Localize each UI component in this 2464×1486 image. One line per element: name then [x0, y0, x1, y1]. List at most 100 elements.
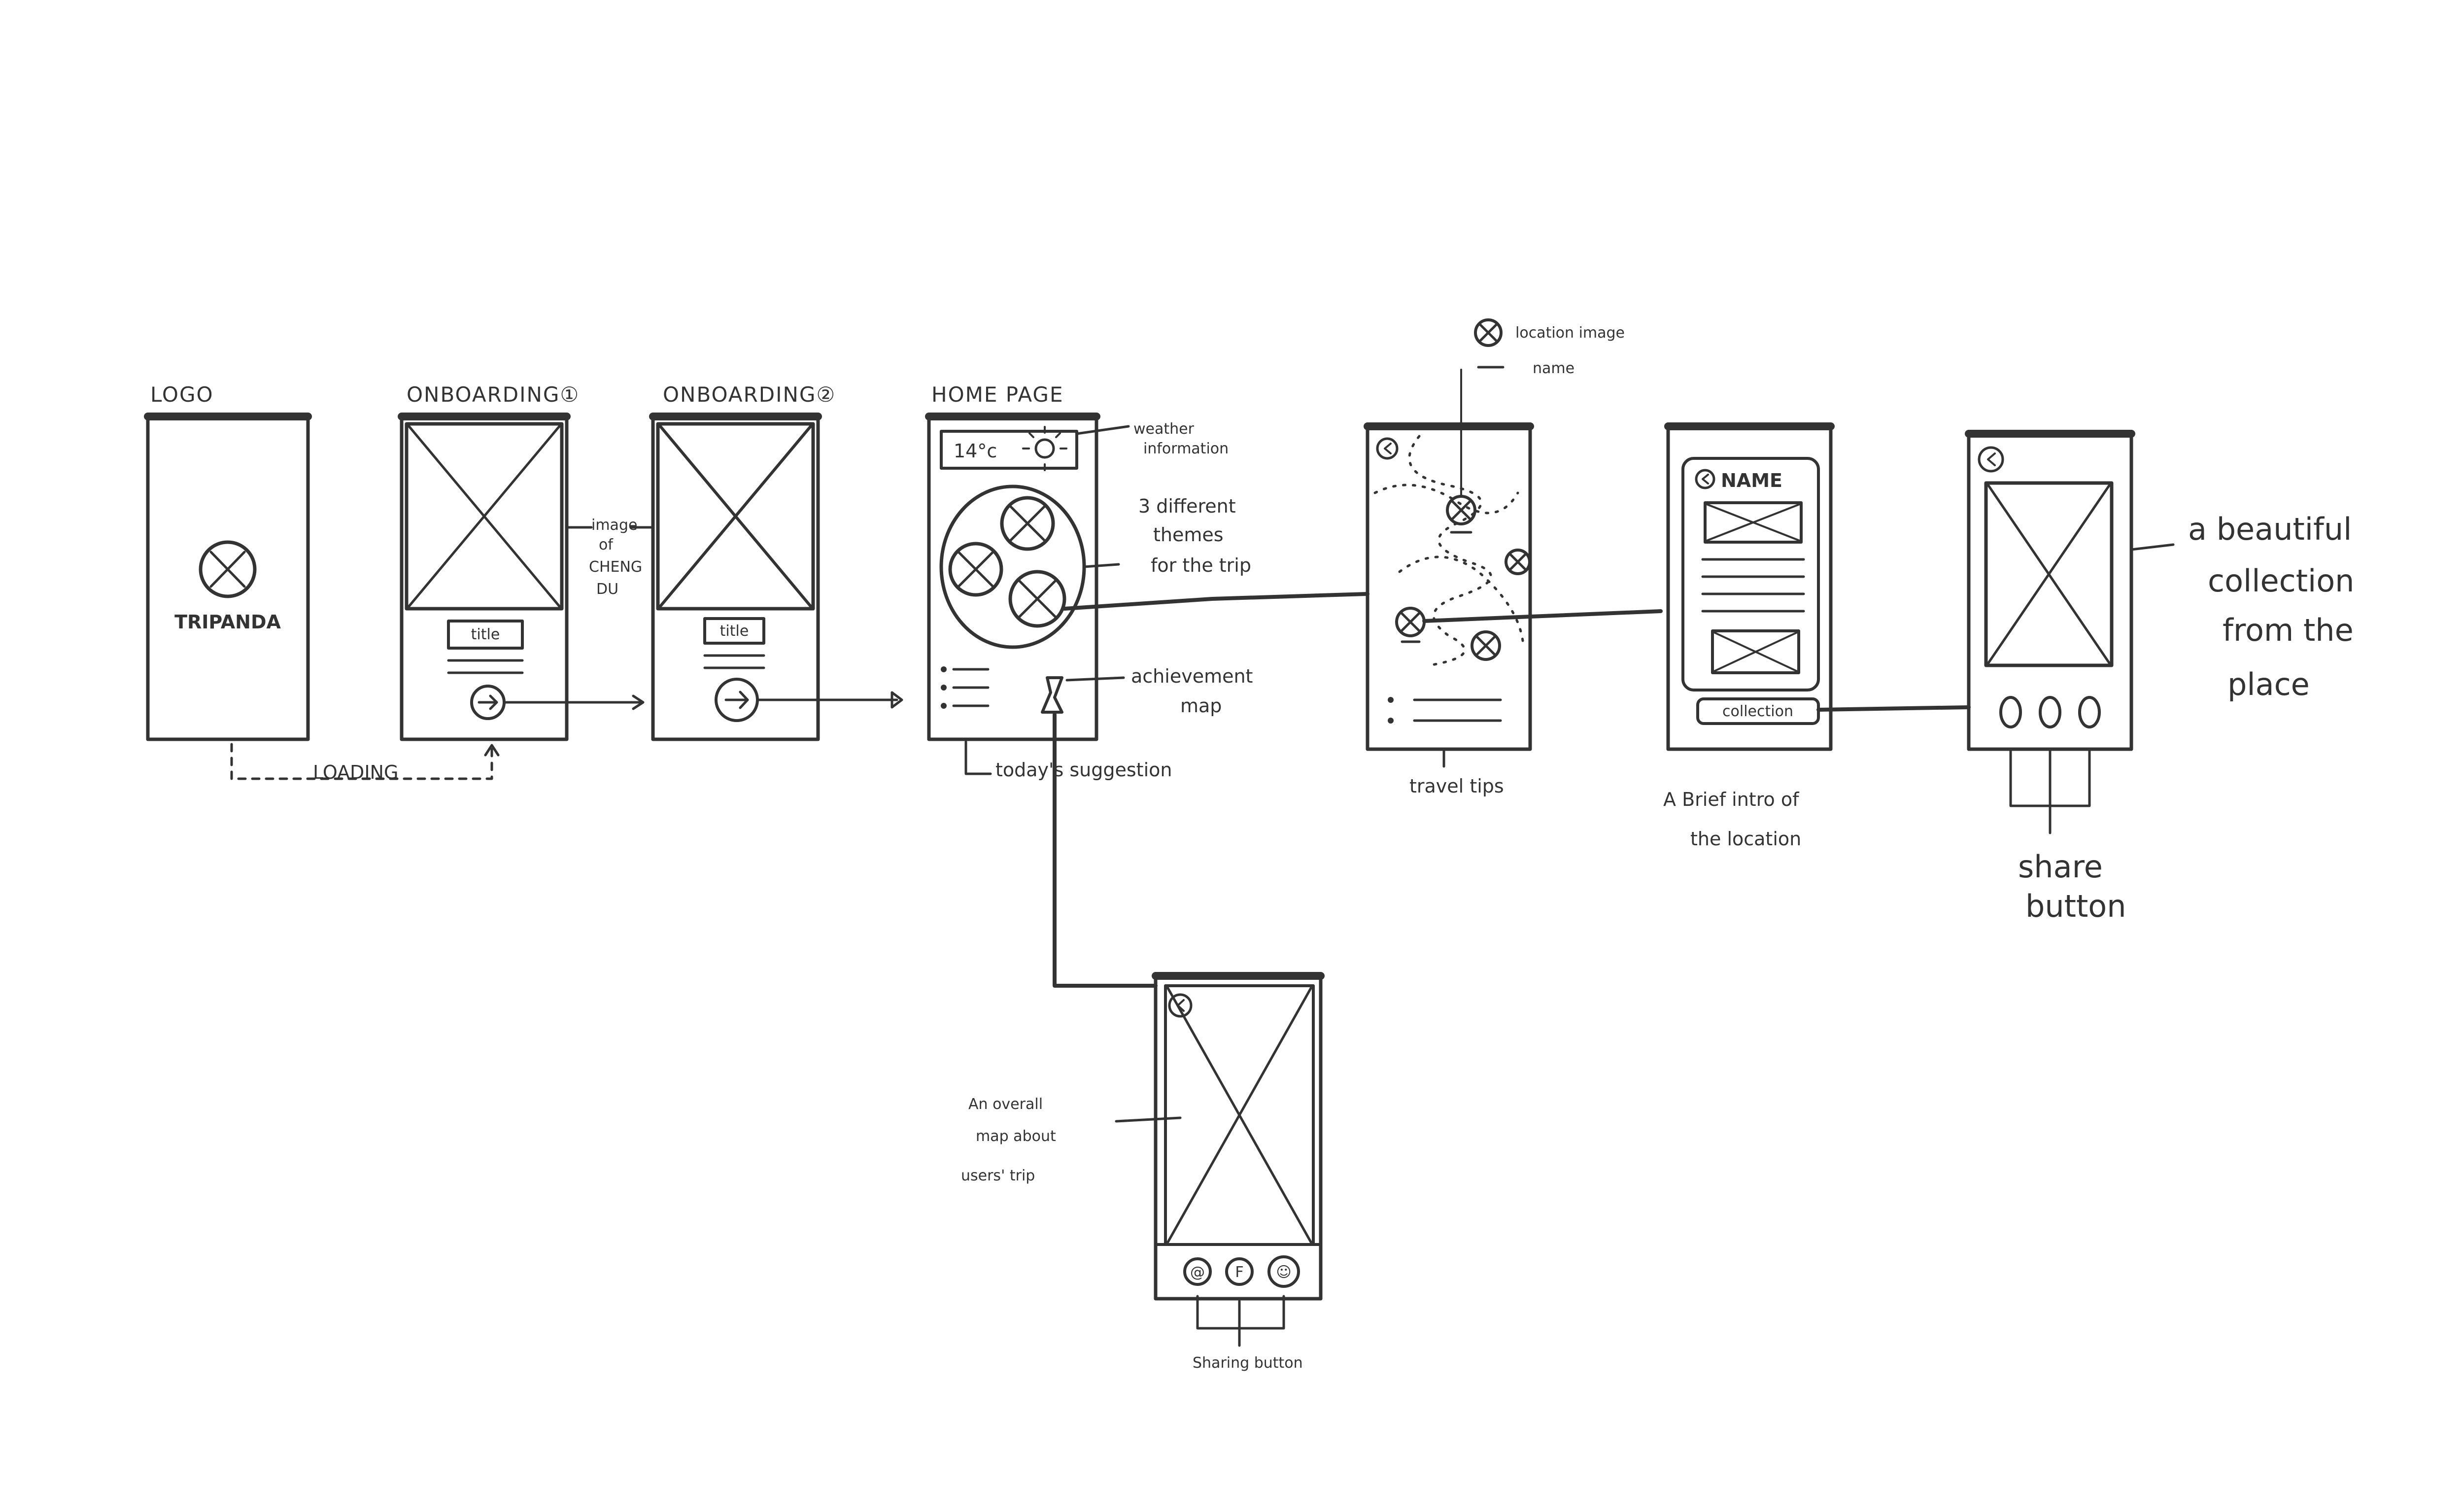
onboarding-1-title-label: title: [471, 626, 500, 643]
social-share-glyph: ☺: [1276, 1264, 1291, 1281]
collection-screen: [1965, 430, 2135, 751]
intro-text-lines: [1701, 558, 1805, 613]
home-page-screen: HOME PAGE 14°c: [925, 382, 1100, 741]
dotted-route: [1398, 555, 1524, 642]
theme-1-image-icon[interactable]: [1000, 496, 1055, 551]
location-pin-4-icon[interactable]: [1471, 630, 1501, 661]
onboarding-1-title-button[interactable]: [447, 620, 524, 650]
travel-tips-to-intro-connector: [1422, 609, 1663, 623]
next-arrow-icon[interactable]: [715, 678, 759, 722]
facebook-share-icon[interactable]: [1225, 1257, 1254, 1286]
collection-desc-label-4: place: [2227, 666, 2310, 702]
intro-card: [1681, 457, 1820, 691]
onboarding-2-title: ONBOARDING②: [663, 382, 836, 407]
location-image-label: location image: [1515, 324, 1625, 342]
overall-map-screen: @ F ☺: [1152, 972, 1325, 1301]
onboarding-1-screen: ONBOARDING① title: [398, 382, 580, 741]
theme-2-image-icon[interactable]: [948, 542, 1003, 597]
social-share-icon[interactable]: [1267, 1255, 1300, 1288]
temperature-value: 14°c: [954, 440, 997, 462]
location-intro-screen: NAME collection: [1664, 422, 1835, 751]
collection-desc-label-1: a beautiful: [2188, 511, 2352, 547]
logo-screen-title: LOGO: [150, 382, 214, 407]
location-name-label: name: [1533, 360, 1574, 377]
loading-connector: [230, 743, 493, 780]
achievement-label-2: map: [1180, 695, 1222, 717]
leader-line: [1075, 425, 1130, 435]
brand-name: TRIPANDA: [174, 611, 281, 633]
home-page-title: HOME PAGE: [931, 382, 1063, 407]
share-button-1-icon[interactable]: [1999, 696, 2022, 728]
back-arrow-icon[interactable]: [1695, 469, 1715, 489]
leader-line: [1083, 563, 1120, 568]
logo-placeholder-icon: [199, 540, 257, 598]
sun-icon: [1022, 426, 1067, 471]
weather-label-2: information: [1143, 440, 1229, 457]
travel-tips-list[interactable]: [1388, 697, 1502, 724]
sharing-label: Sharing button: [1193, 1354, 1303, 1372]
arrowhead: [890, 691, 903, 709]
location-pin-2-icon[interactable]: [1505, 549, 1531, 575]
onboarding-1-title: ONBOARDING①: [407, 382, 580, 407]
travel-tips-label: travel tips: [1409, 775, 1504, 797]
image-of-label-3: CHENG: [589, 558, 642, 576]
intro-to-collection-connector: [1816, 705, 1971, 712]
onboarding-2-title-button[interactable]: [703, 617, 765, 645]
dotted-route: [1373, 484, 1519, 515]
suggestion-label: today's suggestion: [995, 759, 1172, 781]
overall-map-label-1: An overall: [968, 1096, 1043, 1113]
share-button-2-icon[interactable]: [2039, 696, 2061, 728]
collection-image-placeholder: [1984, 481, 2114, 667]
leader-line: [2130, 543, 2175, 551]
achievement-label-1: achievement: [1131, 665, 1253, 687]
location-name: NAME: [1721, 470, 1782, 491]
achievement-to-overall-map-connector: [1053, 713, 1158, 988]
arrowhead: [632, 694, 645, 710]
leader-line: [964, 740, 992, 775]
image-of-label-2: of: [599, 536, 614, 553]
themes-label-3: for the trip: [1151, 554, 1251, 576]
leader-line: [1115, 1116, 1182, 1123]
themes-label-2: themes: [1153, 524, 1224, 546]
share-label-1: share: [2018, 849, 2103, 885]
location-image-legend-icon: [1474, 318, 1503, 347]
arrowhead: [484, 744, 500, 757]
onboarding-2-screen: ONBOARDING② title: [649, 382, 836, 741]
flow-connectors: [230, 592, 1971, 988]
weather-label-1: weather: [1133, 420, 1195, 438]
back-arrow-icon[interactable]: [1376, 437, 1399, 460]
share-button-3-icon[interactable]: [2078, 696, 2101, 728]
theme-3-image-icon[interactable]: [1008, 570, 1066, 628]
annotations: LOADING image of CHENG DU weather inform…: [313, 318, 2354, 1372]
at-share-glyph: @: [1190, 1264, 1205, 1281]
image-of-label-4: DU: [596, 581, 618, 598]
collection-desc-label-2: collection: [2208, 563, 2354, 599]
brief-intro-label-2: the location: [1690, 828, 1801, 850]
overall-map-label-3: users' trip: [961, 1167, 1035, 1184]
onboarding-1-image-placeholder: [405, 422, 564, 611]
home-to-travel-tips-connector: [1062, 592, 1369, 611]
image-of-label-1: image: [591, 517, 637, 534]
travel-tips-screen: [1364, 422, 1534, 751]
suggestion-list[interactable]: [941, 666, 990, 709]
logo-screen: LOGO TRIPANDA: [144, 382, 312, 741]
achievement-map-icon[interactable]: [1041, 676, 1063, 714]
loading-label: LOADING: [313, 761, 398, 783]
overall-map-label-2: map about: [976, 1128, 1056, 1145]
collection-desc-label-3: from the: [2223, 612, 2354, 648]
onboarding-2-title-label: title: [720, 622, 749, 640]
share-label-2: button: [2025, 888, 2126, 924]
themes-label-1: 3 different: [1138, 495, 1236, 517]
weather-card: [940, 430, 1078, 470]
at-share-icon[interactable]: [1183, 1257, 1212, 1286]
intro-image-2-placeholder: [1711, 629, 1800, 674]
intro-image-1-placeholder: [1704, 501, 1803, 544]
brief-intro-label-1: A Brief intro of: [1663, 789, 1800, 810]
back-arrow-icon[interactable]: [1978, 446, 2004, 473]
collection-button-label: collection: [1722, 703, 1793, 720]
facebook-share-glyph: F: [1235, 1264, 1243, 1281]
onboarding-2-image-placeholder: [656, 422, 815, 611]
leader-line: [1065, 676, 1125, 682]
